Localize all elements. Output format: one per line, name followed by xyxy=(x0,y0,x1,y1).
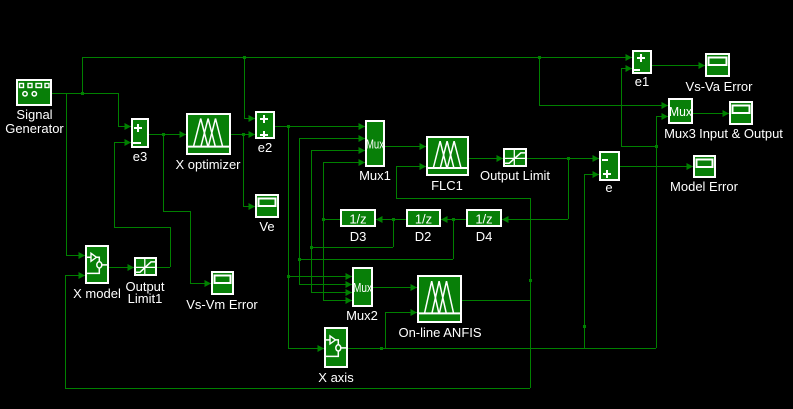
svg-text:D3: D3 xyxy=(350,229,367,244)
svg-text:Input & Output: Input & Output xyxy=(699,126,783,141)
svg-text:Output Limit: Output Limit xyxy=(480,168,550,183)
svg-text:Model Error: Model Error xyxy=(670,179,739,194)
svg-text:e3: e3 xyxy=(133,149,147,164)
svg-text:Ve: Ve xyxy=(259,219,274,234)
svg-text:On-line ANFIS: On-line ANFIS xyxy=(398,325,481,340)
svg-text:e2: e2 xyxy=(258,140,272,155)
svg-text:Mux1: Mux1 xyxy=(359,168,391,183)
svg-text:FLC1: FLC1 xyxy=(431,178,463,193)
svg-text:e1: e1 xyxy=(635,74,649,89)
svg-text:e: e xyxy=(605,180,612,195)
svg-text:1/z: 1/z xyxy=(349,212,366,227)
svg-text:1/z: 1/z xyxy=(475,212,492,227)
svg-text:Output: Output xyxy=(125,279,164,294)
svg-text:Vs-Vm Error: Vs-Vm Error xyxy=(186,297,258,312)
svg-text:X axis: X axis xyxy=(318,370,354,385)
svg-text:X model: X model xyxy=(73,286,121,301)
svg-text:D2: D2 xyxy=(415,229,432,244)
svg-text:Mux3: Mux3 xyxy=(664,126,696,141)
svg-text:Mux2: Mux2 xyxy=(346,308,378,323)
svg-text:X optimizer: X optimizer xyxy=(175,157,241,172)
svg-text:Limit1: Limit1 xyxy=(128,291,163,306)
svg-text:D4: D4 xyxy=(476,229,493,244)
svg-text:Mux: Mux xyxy=(669,104,692,119)
svg-text:Generator: Generator xyxy=(5,121,64,136)
svg-text:Signal: Signal xyxy=(16,107,52,122)
svg-text:Mux: Mux xyxy=(353,280,372,295)
svg-text:1/z: 1/z xyxy=(415,212,432,227)
svg-text:Vs-Va Error: Vs-Va Error xyxy=(686,79,754,94)
svg-text:Mux: Mux xyxy=(366,137,384,152)
